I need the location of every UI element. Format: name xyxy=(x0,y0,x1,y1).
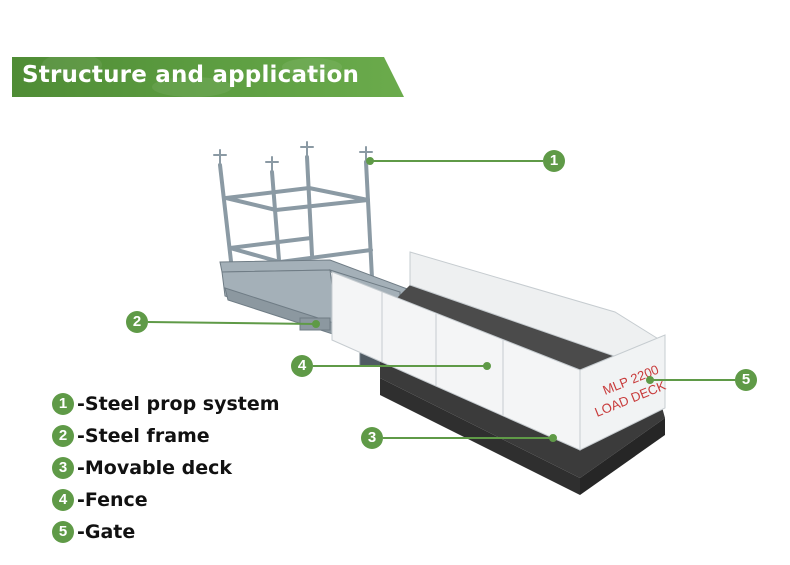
legend-number: 4 xyxy=(52,489,74,511)
callout-2: 2 xyxy=(126,311,148,333)
legend-item-steel-prop-system: 1 -Steel prop system xyxy=(52,388,280,420)
legend-label: -Steel prop system xyxy=(77,393,280,415)
legend-item-fence: 4 -Fence xyxy=(52,484,280,516)
banner-background xyxy=(12,57,404,97)
legend-item-gate: 5 -Gate xyxy=(52,516,280,548)
legend-number: 5 xyxy=(52,521,74,543)
callout-5: 5 xyxy=(735,369,757,391)
steel-prop-system xyxy=(213,141,374,300)
legend-number: 3 xyxy=(52,457,74,479)
callout-1: 1 xyxy=(543,150,565,172)
legend-label: -Steel frame xyxy=(77,425,210,447)
gate xyxy=(579,334,666,451)
legend-label: -Gate xyxy=(77,521,136,543)
page-title: Structure and application xyxy=(22,62,360,88)
legend-label: -Fence xyxy=(77,489,148,511)
callout-4: 4 xyxy=(291,355,313,377)
legend-number: 2 xyxy=(52,425,74,447)
legend: 1 -Steel prop system 2 -Steel frame 3 -M… xyxy=(52,388,280,548)
legend-number: 1 xyxy=(52,393,74,415)
legend-label: -Movable deck xyxy=(77,457,233,479)
legend-item-steel-frame: 2 -Steel frame xyxy=(52,420,280,452)
callout-3: 3 xyxy=(361,427,383,449)
title-banner: Structure and application xyxy=(12,57,404,97)
legend-item-movable-deck: 3 -Movable deck xyxy=(52,452,280,484)
